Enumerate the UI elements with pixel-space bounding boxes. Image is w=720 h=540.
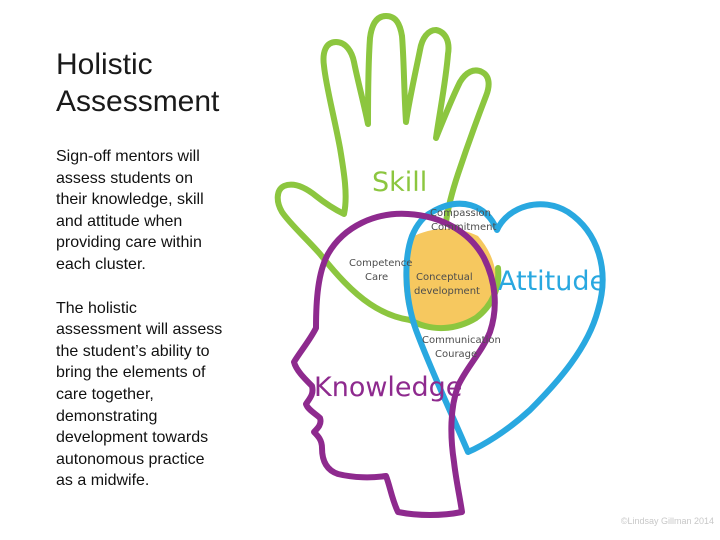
paragraph-line: The holistic: [56, 299, 137, 317]
paragraph-line: their knowledge, skill: [56, 191, 204, 209]
skill-hand-lower-edge: [407, 265, 502, 332]
slide-body: Sign-off mentors will assess students on…: [56, 146, 252, 514]
conceptual-development-region: [403, 228, 497, 329]
competence-label: Competence: [349, 258, 412, 269]
paragraph-2: The holistic assessment will assess the …: [56, 298, 252, 492]
paragraph-line: the student’s ability to: [56, 342, 210, 360]
care-label: Care: [365, 272, 388, 283]
paragraph-line: care together,: [56, 385, 154, 403]
copyright-notice: ©Lindsay Gillman 2014: [620, 516, 714, 526]
paragraph-line: assessment will assess: [56, 321, 223, 339]
slide-title: Holistic Assessment: [56, 46, 296, 120]
paragraph-line: and attitude when: [56, 212, 183, 230]
paragraph-line: bring the elements of: [56, 364, 206, 382]
paragraph-line: assess students on: [56, 169, 193, 187]
development-label: development: [414, 286, 480, 297]
compassion-label: Compassion: [430, 208, 491, 219]
courage-label: Courage: [435, 349, 477, 360]
paragraph-line: as a midwife.: [56, 472, 150, 490]
paragraph-line: development towards: [56, 429, 209, 447]
commitment-label: Commitment: [431, 222, 497, 233]
attitude-heart-outline: [403, 200, 606, 455]
paragraph-1: Sign-off mentors will assess students on…: [56, 146, 252, 276]
paragraph-line: providing care within: [56, 234, 202, 252]
knowledge-label: Knowledge: [314, 372, 462, 403]
paragraph-line: Sign-off mentors will: [56, 148, 200, 165]
paragraph-line: autonomous practice: [56, 450, 205, 468]
attitude-label: Attitude: [498, 266, 606, 297]
conceptual-label: Conceptual: [416, 272, 473, 283]
title-line-2: Assessment: [56, 85, 220, 118]
title-line-1: Holistic: [56, 48, 153, 81]
skill-hand-outline: [274, 13, 492, 323]
communication-label: Communication: [422, 335, 501, 346]
knowledge-head-outline: [291, 210, 498, 518]
skill-label: Skill: [372, 167, 427, 198]
paragraph-line: demonstrating: [56, 407, 158, 425]
paragraph-line: each cluster.: [56, 255, 146, 273]
